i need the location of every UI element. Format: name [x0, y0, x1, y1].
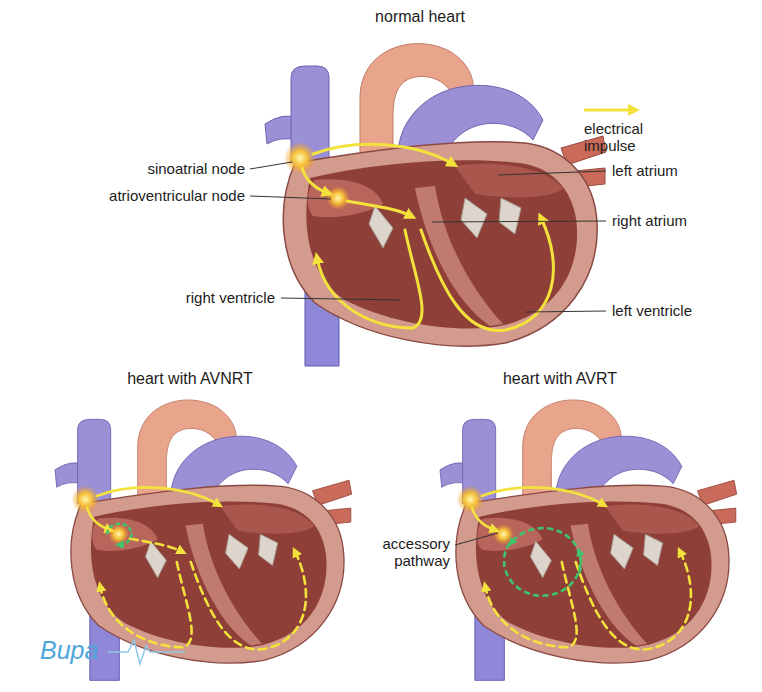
figure-heading: normal heart: [320, 8, 520, 26]
logo-pulse: [108, 640, 185, 664]
legend-arrow: [584, 104, 640, 116]
avnrt-heart-figure: [55, 400, 352, 680]
legend-text: electrical impulse: [584, 120, 684, 154]
avrt-heart-figure: [440, 400, 737, 680]
logo-watermark: Bupa: [40, 636, 110, 665]
part-label: sinoatrial node: [55, 160, 245, 177]
leader-lines: [250, 162, 606, 545]
part-label: left ventricle: [612, 302, 752, 319]
part-label: accessory pathway: [330, 535, 450, 569]
normal-heart-figure: [265, 44, 606, 366]
part-label: right ventricle: [110, 289, 275, 306]
part-label: left atrium: [612, 162, 752, 179]
figure-heading: heart with AVNRT: [80, 370, 300, 388]
figure-heading: heart with AVRT: [450, 370, 670, 388]
part-label: right atrium: [612, 212, 752, 229]
part-label: atrioventricular node: [105, 187, 245, 204]
